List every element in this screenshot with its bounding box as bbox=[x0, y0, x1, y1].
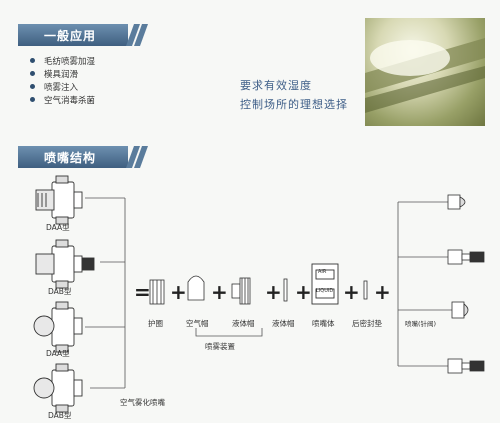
plus-sign: + bbox=[170, 280, 187, 304]
nozzle-daa-1 bbox=[35, 175, 83, 225]
applications-list: 毛纺喷雾加湿 模具润滑 喷雾注入 空气消毒杀菌 bbox=[30, 54, 95, 106]
equals-sign: = bbox=[134, 280, 151, 304]
bullet-icon bbox=[30, 97, 35, 102]
plus-sign: + bbox=[211, 280, 228, 304]
assembly-caption: 空气雾化喷嘴 bbox=[120, 398, 165, 407]
body-mark-air: AIR bbox=[318, 269, 327, 275]
part-label-nozzle-set: 喷雾装置 bbox=[205, 342, 235, 351]
part-label-liquid-cap: 液体帽 bbox=[232, 319, 255, 328]
part-guard bbox=[149, 279, 165, 305]
part-label-guard: 护圈 bbox=[148, 319, 163, 328]
applications-header: 一般应用 bbox=[18, 24, 149, 46]
part-back-gasket bbox=[363, 280, 368, 300]
nozzle-dab-2 bbox=[33, 363, 83, 413]
part-nozzle-body bbox=[311, 263, 339, 305]
spray-photo-art bbox=[365, 38, 485, 113]
list-item: 模具润滑 bbox=[30, 67, 95, 80]
model-label-dab-2: DAB型 bbox=[48, 411, 72, 420]
part-liquid-seal bbox=[283, 278, 288, 302]
tip-2 bbox=[447, 249, 485, 265]
plus-sign: + bbox=[265, 280, 282, 304]
plus-sign: + bbox=[295, 280, 312, 304]
model-label-daa-1: DAA型 bbox=[46, 223, 70, 232]
model-label-dab-1: DAB型 bbox=[48, 287, 72, 296]
list-item: 毛纺喷雾加湿 bbox=[30, 54, 95, 67]
part-label-nozzle-body: 喷嘴体 bbox=[312, 319, 335, 328]
tip-4 bbox=[447, 358, 485, 374]
part-liquid-cap bbox=[231, 277, 251, 305]
spray-photo bbox=[365, 18, 485, 126]
tagline-line-2: 控制场所的理想选择 bbox=[240, 98, 348, 111]
body-mark-liquid: LIQUID bbox=[316, 288, 334, 294]
tagline-line-1: 要求有效湿度 bbox=[240, 79, 312, 92]
structure-header: 喷嘴结构 bbox=[18, 146, 149, 168]
tagline: 要求有效湿度 控制场所的理想选择 bbox=[240, 76, 348, 114]
plus-sign: + bbox=[374, 280, 391, 304]
part-label-liquid-seal: 液体帽 bbox=[272, 319, 295, 328]
plus-sign: + bbox=[343, 280, 360, 304]
tip-3 bbox=[451, 301, 469, 319]
applications-title: 一般应用 bbox=[18, 24, 128, 46]
list-item: 空气消毒杀菌 bbox=[30, 93, 95, 106]
bullet-icon bbox=[30, 58, 35, 63]
nozzle-dab-1 bbox=[35, 239, 95, 289]
part-label-back-gasket: 后密封垫 bbox=[352, 319, 382, 328]
part-label-air-cap: 空气帽 bbox=[186, 319, 209, 328]
bullet-icon bbox=[30, 71, 35, 76]
part-air-cap bbox=[187, 275, 205, 301]
model-label-daa-2: DAA型 bbox=[46, 349, 70, 358]
tip-1 bbox=[447, 194, 466, 210]
structure-title: 喷嘴结构 bbox=[18, 146, 128, 168]
part-label-nozzle-tip: 喷嘴(针阀) bbox=[405, 320, 437, 328]
nozzle-daa-2 bbox=[33, 301, 83, 353]
list-item: 喷雾注入 bbox=[30, 80, 95, 93]
bullet-icon bbox=[30, 84, 35, 89]
